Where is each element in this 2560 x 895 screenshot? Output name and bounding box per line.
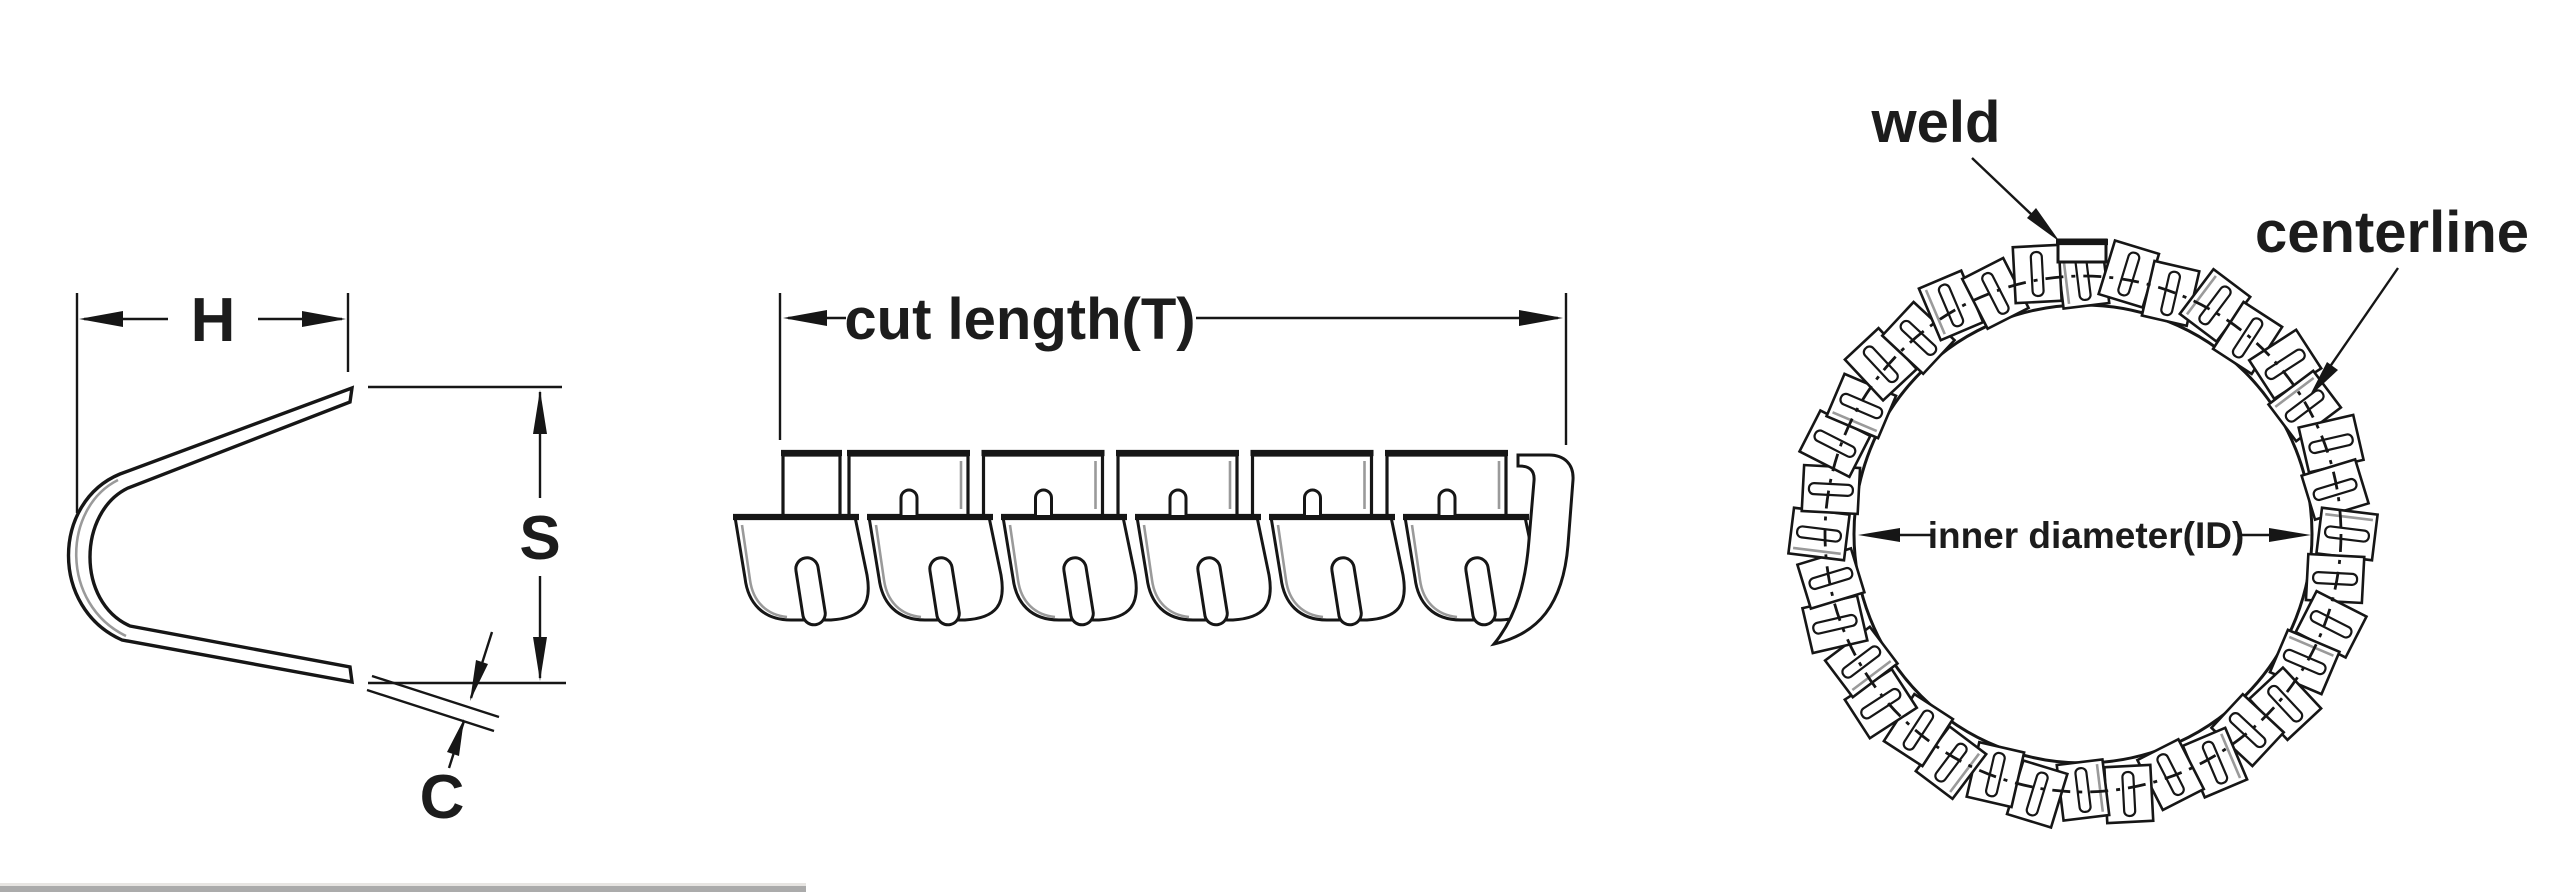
ring-tooth	[2135, 737, 2206, 812]
ring-tooth	[1800, 594, 1869, 655]
band-upper-slot	[1437, 488, 1457, 515]
band-lower-slot	[794, 556, 827, 627]
dim-c: C	[366, 631, 500, 832]
label-inner-diameter: inner diameter(ID)	[1928, 515, 2245, 556]
dim-s: S	[368, 385, 566, 685]
band-lower-slot	[1330, 556, 1363, 627]
band-upper-slot	[899, 488, 919, 515]
band-lower-slot	[1062, 556, 1095, 627]
band-upper-slot	[1034, 488, 1053, 515]
band-upper-tabs	[781, 449, 1508, 515]
ring-tooth	[1786, 506, 1852, 562]
band-lower-slot	[928, 556, 961, 627]
weld-callout: weld	[1871, 90, 2060, 242]
band-lower-tooth-shade	[1008, 524, 1056, 619]
band-lower-tooth-shade	[1276, 524, 1324, 619]
ring-tooth	[2096, 238, 2161, 310]
ring-tooth	[2177, 267, 2253, 344]
band-upper-tab	[781, 453, 842, 514]
band-view: cut length(T)	[733, 287, 1575, 647]
band-upper-slot	[1303, 488, 1322, 515]
u-profile-shade	[74, 478, 127, 638]
ring-tooth	[2011, 243, 2064, 305]
centerline-circle	[1823, 274, 2343, 794]
ring-tooth	[1800, 463, 1862, 516]
ring-teeth	[1786, 238, 2380, 830]
ring-tooth	[1843, 326, 1919, 403]
dim-label-h: H	[191, 286, 236, 355]
u-profile-view: H S C	[66, 286, 566, 832]
band-lower-tooth-shade	[874, 524, 922, 619]
dim-label-cut-length: cut length(T)	[844, 287, 1195, 352]
band-lower-slot	[1196, 556, 1229, 627]
label-weld: weld	[1871, 90, 2001, 155]
band-end-curl	[1490, 453, 1575, 647]
bottom-divider	[0, 883, 806, 892]
dim-label-s: S	[519, 504, 560, 573]
ring-tooth	[1913, 724, 1989, 801]
dim-label-c: C	[420, 763, 465, 832]
band-lower-tooth-shade	[740, 524, 788, 619]
band-lower-teeth	[733, 513, 1540, 627]
ring-view: weld centerline inner diameter(ID)	[1786, 90, 2529, 830]
ring-tooth	[2297, 413, 2366, 474]
dim-h: H	[75, 286, 350, 513]
band-lower-slot	[1464, 556, 1497, 627]
band-lower-tooth-shade	[1410, 524, 1458, 619]
ring-tooth	[2314, 506, 2380, 562]
ring-tooth	[2102, 763, 2155, 825]
band-lower-tooth-shade	[1142, 524, 1190, 619]
dim-cut-length: cut length(T)	[778, 287, 1568, 445]
centerline-callout: centerline	[2255, 200, 2529, 397]
weld-mark	[2056, 238, 2108, 264]
inner-diameter-callout: inner diameter(ID)	[1858, 515, 2311, 556]
ring-tooth	[1960, 256, 2031, 331]
band-upper-slot	[1168, 488, 1188, 515]
label-centerline: centerline	[2255, 200, 2529, 265]
ring-tooth	[2005, 758, 2070, 830]
u-profile-strip	[66, 385, 355, 685]
